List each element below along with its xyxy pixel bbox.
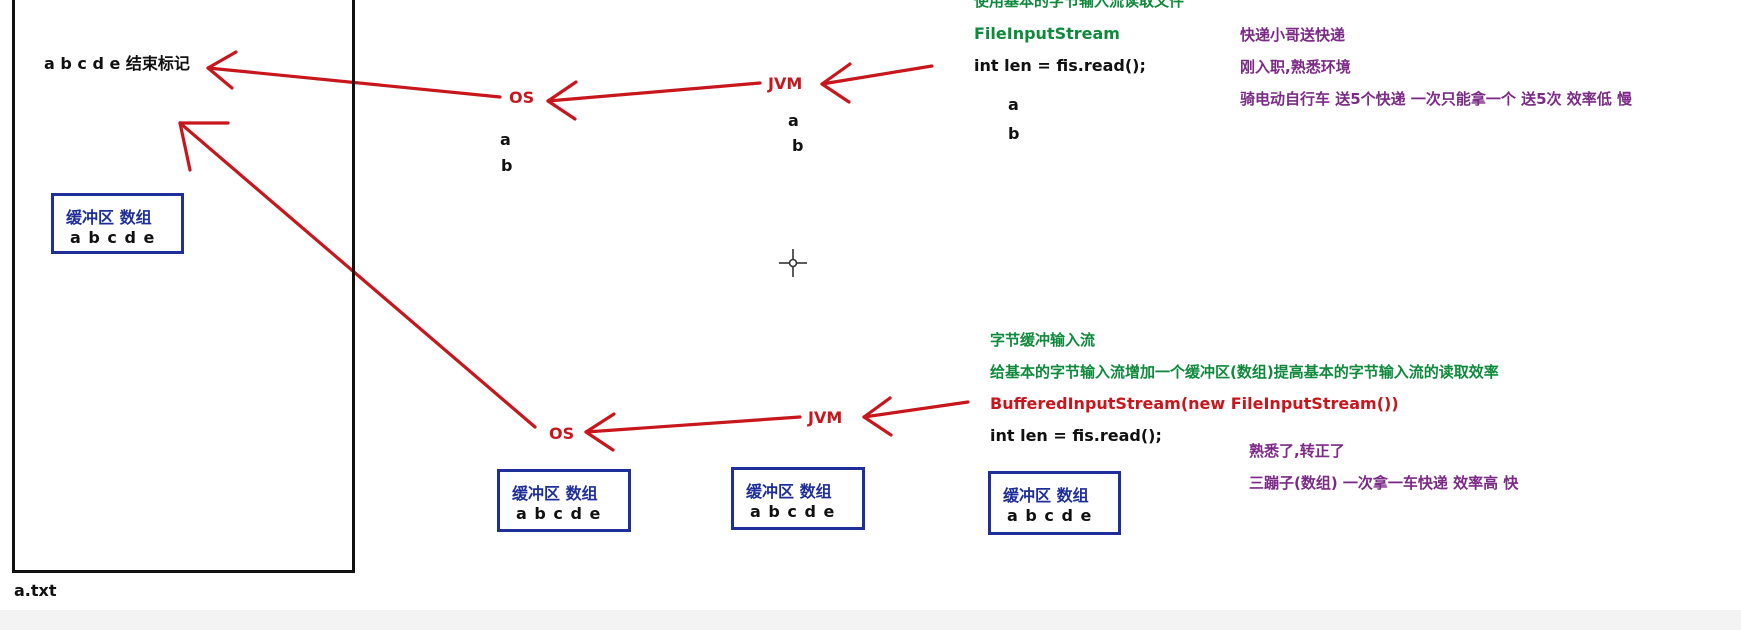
upper-analogy-3: 骑电动自行车 送5个快递 一次只能拿一个 送5次 效率低 慢 [1240,90,1632,108]
upper-code-line: int len = fis.read(); [974,56,1146,75]
buffer-title: 缓冲区 数组 [746,482,832,501]
buffer-content: a b c d e [516,504,602,523]
os-buffer-box: 缓冲区 数组 a b c d e [497,469,631,532]
file-content: a b c d e 结束标记 [44,54,190,73]
jvm-label-upper: JVM [768,74,803,93]
buffer-title: 缓冲区 数组 [512,484,598,503]
upper-class-name: FileInputStream [974,24,1120,43]
lower-analogy-2: 三蹦子(数组) 一次拿一车快递 效率高 快 [1249,474,1519,492]
read-item-b: b [1008,124,1020,143]
read-item-a: a [1008,95,1019,114]
buffer-content: a b c d e [1007,506,1093,525]
jvm-item-a: a [788,111,799,130]
jvm-item-b: b [792,136,804,155]
os-label-lower: OS [549,424,575,443]
jvm-label-lower: JVM [808,408,843,427]
arrow-jvm-to-os-lower [584,412,802,452]
upper-analogy-2: 刚入职,熟悉环境 [1240,58,1351,76]
lower-title: 字节缓冲输入流 [990,331,1096,349]
buffer-title: 缓冲区 数组 [66,208,152,227]
arrow-jvm-to-os-upper [546,80,762,121]
buffer-title: 缓冲区 数组 [1003,486,1089,505]
code-buffer-box: 缓冲区 数组 a b c d e [988,471,1121,535]
arrow-code-to-jvm-upper [820,62,934,104]
lower-description: 给基本的字节输入流增加一个缓冲区(数组)提高基本的字节输入流的读取效率 [990,363,1499,381]
arrow-os-to-file-lower [178,121,537,429]
upper-code-title: 使用基本的字节输入流读取文件 [974,0,1185,10]
jvm-buffer-box: 缓冲区 数组 a b c d e [731,467,865,530]
lower-analogy-1: 熟悉了,转正了 [1249,442,1345,460]
buffer-content: a b c d e [750,502,836,521]
whiteboard-canvas [0,0,1741,610]
lower-code-line: int len = fis.read(); [990,426,1162,445]
file-name-label: a.txt [14,581,57,600]
file-box [12,0,355,573]
os-item-b: b [501,156,513,175]
os-label-upper: OS [509,88,535,107]
arrow-code-to-jvm-lower [862,396,970,437]
crosshair-cursor-icon [779,249,807,277]
lower-constructor: BufferedInputStream(new FileInputStream(… [990,394,1399,413]
upper-analogy-1: 快递小哥送快递 [1240,26,1346,44]
file-buffer-box: 缓冲区 数组 a b c d e [51,193,184,254]
buffer-content: a b c d e [70,228,156,247]
os-item-a: a [500,130,511,149]
